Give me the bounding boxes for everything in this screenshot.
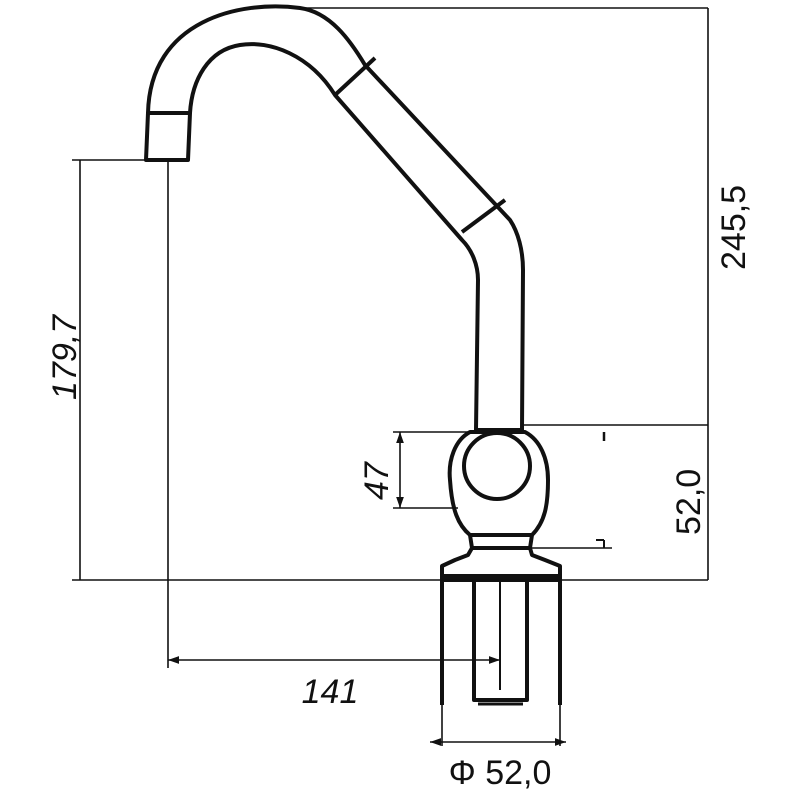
spout-joint-upper bbox=[333, 56, 377, 97]
handle-knob bbox=[462, 431, 532, 501]
base-diameter-label: Φ 52,0 bbox=[449, 754, 552, 792]
valve-body bbox=[447, 430, 550, 537]
faucet-outline bbox=[144, 4, 562, 706]
spout-body bbox=[146, 4, 525, 432]
handle-height-label: 47 bbox=[358, 461, 396, 500]
threaded-rod bbox=[472, 580, 529, 702]
dimension-lines bbox=[72, 7, 709, 746]
body-height-label: 52,0 bbox=[670, 469, 708, 535]
total-height-label: 245,5 bbox=[715, 185, 753, 270]
base-flange bbox=[440, 547, 562, 578]
body-neck bbox=[468, 534, 534, 550]
reach-label: 141 bbox=[302, 673, 359, 711]
spout-height-label: 179,7 bbox=[46, 314, 84, 400]
spout-joint-lower bbox=[460, 198, 507, 234]
spout-nozzle bbox=[144, 111, 192, 162]
